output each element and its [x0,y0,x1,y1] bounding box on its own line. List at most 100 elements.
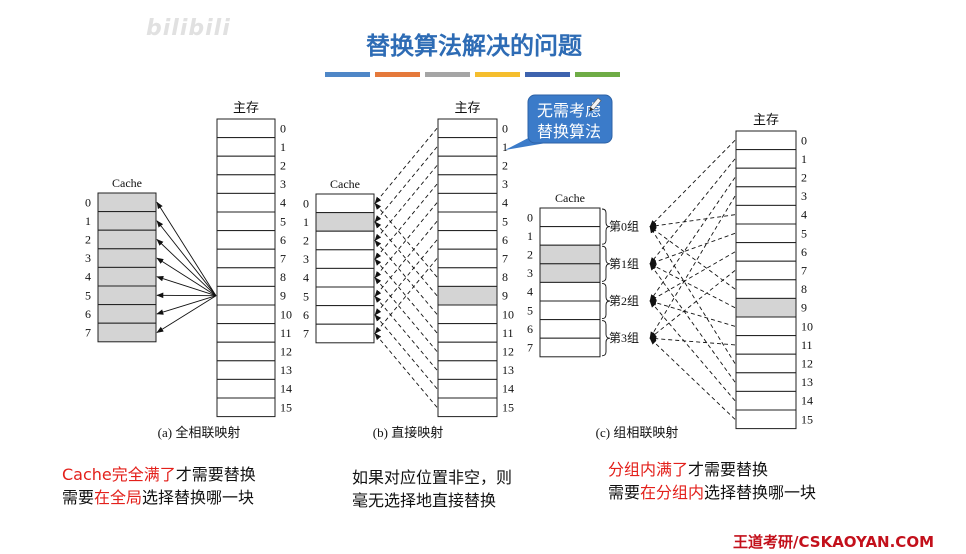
main-memory-block [735,167,797,188]
block-number-label: 15 [502,400,514,414]
pencil-icon [589,97,602,112]
mapping-arrow [374,221,438,297]
main-memory-label: 主存 [753,112,779,127]
color-bar-segment [325,72,370,77]
line-number-label: 0 [527,210,533,224]
emphasis-text: 在分组内 [640,483,705,502]
block-number-label: 3 [280,177,286,191]
cache-line [315,230,375,251]
block-number-label: 6 [801,245,807,259]
cache-line [97,192,157,213]
diagram-set-associative: 主存0123456789101112131415Cache01234567第0组… [527,112,813,440]
mapping-arrow [156,201,217,296]
block-number-label: 1 [280,140,286,154]
mapping-arrow [649,300,736,401]
cache-label: Cache [112,176,142,190]
main-memory-block [216,267,276,287]
callout-bubble: 无需考虑 替换算法 [505,94,613,150]
block-number-label: 13 [280,363,292,377]
main-memory-label: 主存 [454,100,480,115]
cache-line [315,305,375,325]
cache-line [539,226,601,246]
main-memory-block [216,230,276,250]
block-number-label: 12 [280,345,292,359]
line-number-label: 6 [85,307,91,321]
line-number-label: 6 [527,322,533,336]
cache-label: Cache [555,191,585,205]
line-number-label: 1 [85,214,91,228]
mapping-arrow [649,337,736,420]
line-number-label: 4 [303,271,309,285]
line-number-label: 4 [527,285,533,299]
group-label: 第0组 [609,220,639,234]
block-number-label: 9 [502,289,508,303]
line-number-label: 7 [303,327,309,341]
block-number-label: 4 [502,196,508,210]
block-number-label: 10 [280,307,292,321]
mapping-arrows [374,128,438,408]
main-memory-block [437,118,498,139]
main-memory-block [437,323,498,343]
main-memory-block [216,341,276,362]
main-memory-block [735,149,797,169]
main-memory-block [735,242,797,262]
main-memory-block [735,260,797,281]
note-text: 如果对应位置非空，则 [352,468,513,487]
mapping-arrow [649,232,736,265]
cache-line [539,207,601,228]
main-memory-block [437,341,498,362]
main-memory-block [216,378,276,399]
mapping-arrow [649,335,736,346]
block-number-label: 0 [502,121,508,135]
mapping-arrow [374,165,438,242]
main-memory-block [735,186,797,206]
main-memory-label: 主存 [233,100,259,115]
main-memory-block [437,378,498,399]
main-memory-block [216,323,276,343]
mapping-arrows [649,139,736,420]
bilibili-watermark-logo: bilibili [146,16,231,41]
main-memory-block [216,360,276,380]
main-memory-block [437,230,498,250]
block-number-label: 3 [801,189,807,203]
block-number-label: 11 [502,326,514,340]
line-number-label: 5 [85,288,91,302]
note-line: Cache完全满了才需要替换 [62,463,256,486]
diagram-caption: (b) 直接映射 [373,425,443,440]
block-number-label: 3 [502,177,508,191]
block-number-label: 1 [801,152,807,166]
cache-line [97,285,157,306]
block-number-label: 5 [280,214,286,228]
mapping-arrow [649,214,736,229]
note-line: 如果对应位置非空，则 [352,466,512,489]
note-text: 毫无选择地直接替换 [352,491,497,510]
main-memory-block [437,360,498,380]
mapping-arrow [649,177,736,302]
note-text: 选择替换哪一块 [704,483,817,502]
mapping-arrow [374,314,438,389]
cache-line [539,337,601,358]
line-number-label: 7 [85,326,91,340]
mapping-arrow [374,239,438,316]
title-color-bar [325,72,620,77]
mapping-arrow [374,277,438,352]
group-brace [601,208,611,245]
block-number-label: 14 [502,382,514,396]
callout-line: 替换算法 [537,122,601,141]
note-text: 才需要替换 [175,465,256,484]
line-number-label: 5 [303,289,309,303]
main-memory-block [735,279,797,299]
main-memory-block [735,353,797,374]
emphasis-text: 在全局 [94,488,143,507]
cache-line [97,229,157,250]
group-label: 第3组 [609,331,639,345]
mapping-arrow [156,257,217,297]
main-memory-block [735,372,797,392]
mapping-arrow [374,128,438,204]
block-number-label: 13 [502,363,514,377]
cache-line [97,211,157,231]
mapping-arrow [156,275,217,297]
block-number-label: 0 [280,121,286,135]
main-memory-block [437,211,498,232]
mapping-arrow [374,183,438,260]
